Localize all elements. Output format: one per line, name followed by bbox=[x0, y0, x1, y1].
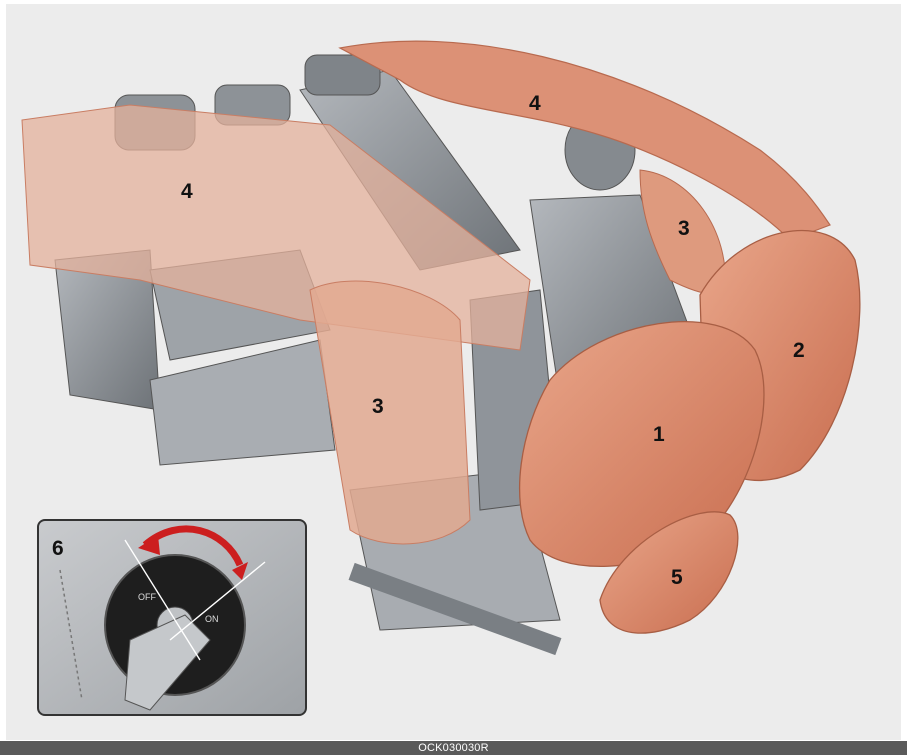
figure-caption: OCK030030R bbox=[0, 741, 907, 755]
callout-4-rear: 4 bbox=[181, 180, 193, 203]
side-airbag-mid bbox=[310, 281, 470, 544]
callout-2: 2 bbox=[793, 339, 805, 362]
callout-3-front: 3 bbox=[678, 217, 690, 240]
switch-label-on: ON bbox=[205, 614, 219, 624]
caption-bar: OCK030030R bbox=[0, 741, 907, 755]
callout-4-front: 4 bbox=[529, 92, 541, 115]
callout-3-rear: 3 bbox=[372, 395, 384, 418]
callout-5: 5 bbox=[671, 566, 683, 589]
switch-label-off: OFF bbox=[138, 592, 156, 602]
callout-6: 6 bbox=[52, 537, 64, 560]
deactivation-switch-inset: OFF ON bbox=[38, 520, 306, 715]
callout-1: 1 bbox=[653, 423, 665, 446]
